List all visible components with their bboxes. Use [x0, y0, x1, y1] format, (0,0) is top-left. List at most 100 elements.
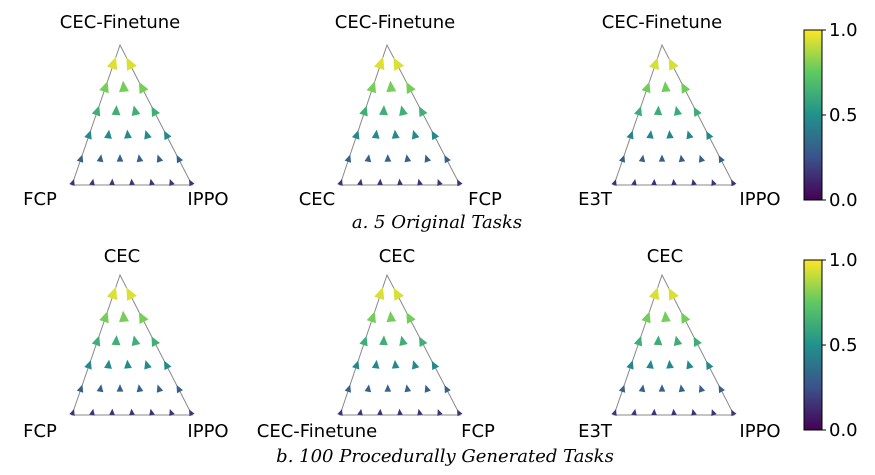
field-arrow — [119, 310, 129, 323]
field-arrow — [371, 359, 380, 369]
vertex-label-right: FCP — [468, 189, 502, 210]
field-arrow — [611, 409, 617, 416]
field-arrow — [129, 178, 135, 186]
field-arrow — [424, 154, 432, 163]
field-arrow — [124, 359, 132, 369]
field-arrow — [386, 310, 397, 323]
field-arrow — [678, 384, 686, 393]
field-arrow — [648, 287, 660, 301]
field-arrow — [618, 154, 626, 163]
field-arrow — [651, 408, 657, 416]
field-arrow — [671, 178, 677, 186]
panel-a1: CEC-Finetune FCP IPPO — [23, 12, 228, 210]
field-arrow — [633, 335, 643, 347]
field-arrow — [99, 81, 109, 94]
colorbar-tick: 0.5 — [829, 335, 858, 356]
field-arrow — [364, 384, 372, 393]
field-arrow — [393, 287, 404, 301]
vertex-label-right: IPPO — [187, 189, 228, 210]
field-arrow — [437, 409, 443, 416]
field-arrow — [641, 311, 651, 324]
field-arrow — [76, 384, 84, 393]
field-arrow — [417, 408, 423, 416]
field-arrow — [151, 106, 160, 118]
panel-a2: CEC-Finetune CEC FCP — [299, 12, 502, 210]
field-arrow — [379, 335, 388, 346]
field-arrow — [698, 384, 706, 393]
field-arrow — [84, 130, 92, 140]
field-arrow — [351, 130, 360, 140]
field-arrow — [384, 384, 392, 392]
field-arrow — [377, 408, 383, 416]
field-arrow — [673, 105, 683, 116]
field-arrow — [344, 154, 352, 163]
field-arrow — [631, 178, 637, 186]
colorbar-tick: 0.0 — [829, 420, 858, 441]
field-arrow — [419, 336, 428, 348]
field-arrow — [364, 154, 372, 163]
field-arrow — [126, 57, 137, 71]
field-arrow — [138, 311, 149, 324]
field-arrow — [124, 129, 132, 139]
colorbar-gradient — [803, 259, 823, 431]
field-arrow — [76, 154, 84, 163]
field-arrow — [711, 409, 717, 416]
field-arrow — [693, 336, 702, 347]
field-arrow — [384, 154, 392, 162]
vertex-label-top: CEC — [379, 246, 416, 267]
field-arrow — [352, 360, 360, 370]
field-arrow — [359, 335, 368, 347]
field-arrow — [718, 155, 725, 164]
field-arrow — [406, 81, 416, 94]
vertex-label-top: CEC-Finetune — [335, 12, 455, 33]
panel-b2: CEC CEC-Finetune FCP — [257, 246, 495, 442]
field-arrow — [431, 360, 440, 371]
field-arrow — [411, 129, 420, 140]
vertex-label-left: CEC-Finetune — [257, 421, 377, 442]
arrow-field — [69, 286, 195, 417]
vertex-label-left: FCP — [23, 421, 57, 442]
field-arrow — [653, 105, 663, 116]
arrow-field — [337, 287, 463, 417]
caption-b: b. 100 Procedurally Generated Tasks — [276, 446, 614, 467]
field-arrow — [377, 178, 383, 186]
field-arrow — [668, 287, 679, 301]
field-arrow — [634, 106, 642, 117]
field-arrow — [111, 335, 121, 346]
field-arrow — [649, 57, 659, 71]
field-arrow — [116, 154, 124, 162]
field-arrow — [386, 80, 397, 93]
field-arrow — [618, 384, 626, 393]
field-arrow — [176, 384, 184, 394]
field-arrow — [176, 154, 184, 164]
field-arrow — [731, 179, 737, 187]
field-arrow — [646, 130, 654, 139]
field-arrow — [379, 105, 388, 116]
colorbar-tick: 0.0 — [829, 190, 858, 211]
field-arrow — [638, 154, 646, 163]
field-arrow — [706, 360, 714, 371]
field-arrow — [116, 384, 124, 392]
field-arrow — [91, 335, 101, 347]
field-arrow — [693, 106, 702, 117]
field-arrow — [111, 105, 121, 116]
field-arrow — [91, 105, 101, 117]
field-arrow — [84, 360, 92, 370]
panel-b1: CEC FCP IPPO — [23, 246, 228, 442]
vertex-label-left: CEC — [299, 189, 336, 210]
vertex-label-left: E3T — [578, 421, 613, 442]
vertex-label-right: IPPO — [187, 421, 228, 442]
field-arrow — [668, 58, 679, 71]
field-arrow — [104, 129, 112, 139]
field-arrow — [69, 408, 75, 416]
field-arrow — [366, 311, 376, 324]
field-arrow — [106, 56, 118, 71]
field-arrow — [731, 409, 737, 417]
field-arrow — [431, 130, 440, 141]
field-arrow — [404, 384, 412, 393]
field-arrow — [136, 384, 144, 393]
field-arrow — [156, 384, 164, 393]
caption-a: a. 5 Original Tasks — [352, 212, 522, 233]
field-arrow — [149, 408, 155, 416]
